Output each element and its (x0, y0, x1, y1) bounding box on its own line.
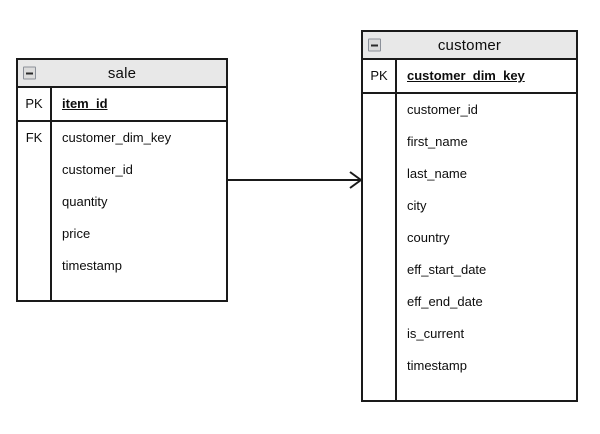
attribute-last-name[interactable]: last_name (407, 166, 467, 181)
attribute-timestamp[interactable]: timestamp (62, 258, 122, 273)
entity-customer-attributes: customer_id first_name last_name city co… (397, 94, 576, 400)
entity-customer-header: customer (363, 32, 576, 60)
entity-customer[interactable]: customer PK customer_dim_key customer_id… (361, 30, 578, 402)
entity-sale-fk-key-column: FK (18, 122, 52, 300)
entity-sale-attributes: customer_dim_key customer_id quantity pr… (52, 122, 226, 300)
key-label-pk: PK (370, 68, 388, 83)
attribute-timestamp[interactable]: timestamp (407, 358, 467, 373)
entity-customer-pk-section: PK customer_dim_key (363, 60, 576, 94)
attribute-quantity[interactable]: quantity (62, 194, 108, 209)
attribute-city[interactable]: city (407, 198, 427, 213)
crows-foot-many-marker (349, 171, 362, 189)
attribute-eff-end-date[interactable]: eff_end_date (407, 294, 483, 309)
attribute-country[interactable]: country (407, 230, 450, 245)
entity-sale-pk-section: PK item_id (18, 88, 226, 122)
attribute-first-name[interactable]: first_name (407, 134, 468, 149)
key-label-pk: PK (25, 96, 43, 111)
entity-sale-header: sale (18, 60, 226, 88)
attribute-price[interactable]: price (62, 226, 91, 241)
entity-customer-pk-attributes: customer_dim_key (397, 60, 576, 92)
attribute-customer-id[interactable]: customer_id (407, 102, 478, 117)
attribute-customer-id[interactable]: customer_id (62, 162, 133, 177)
attribute-customer-dim-key[interactable]: customer_dim_key (407, 68, 525, 83)
minus-box-icon[interactable] (23, 66, 36, 80)
entity-sale-pk-attributes: item_id (52, 88, 226, 120)
attribute-is-current[interactable]: is_current (407, 326, 465, 341)
entity-sale-pk-key-column: PK (18, 88, 52, 120)
entity-customer-title: customer (437, 36, 502, 54)
entity-customer-key-column (363, 94, 397, 400)
entity-sale[interactable]: sale PK item_id FK customer_dim_key cust… (16, 58, 228, 302)
attribute-item-id[interactable]: item_id (62, 96, 108, 111)
minus-box-icon[interactable] (368, 38, 381, 52)
entity-customer-attributes-section: customer_id first_name last_name city co… (363, 94, 576, 400)
key-label-fk: FK (25, 130, 43, 145)
entity-customer-pk-key-column: PK (363, 60, 397, 92)
entity-sale-title: sale (107, 64, 137, 82)
entity-sale-fk-section: FK customer_dim_key customer_id quantity… (18, 122, 226, 300)
attribute-customer-dim-key[interactable]: customer_dim_key (62, 130, 172, 145)
attribute-eff-start-date[interactable]: eff_start_date (407, 262, 487, 277)
